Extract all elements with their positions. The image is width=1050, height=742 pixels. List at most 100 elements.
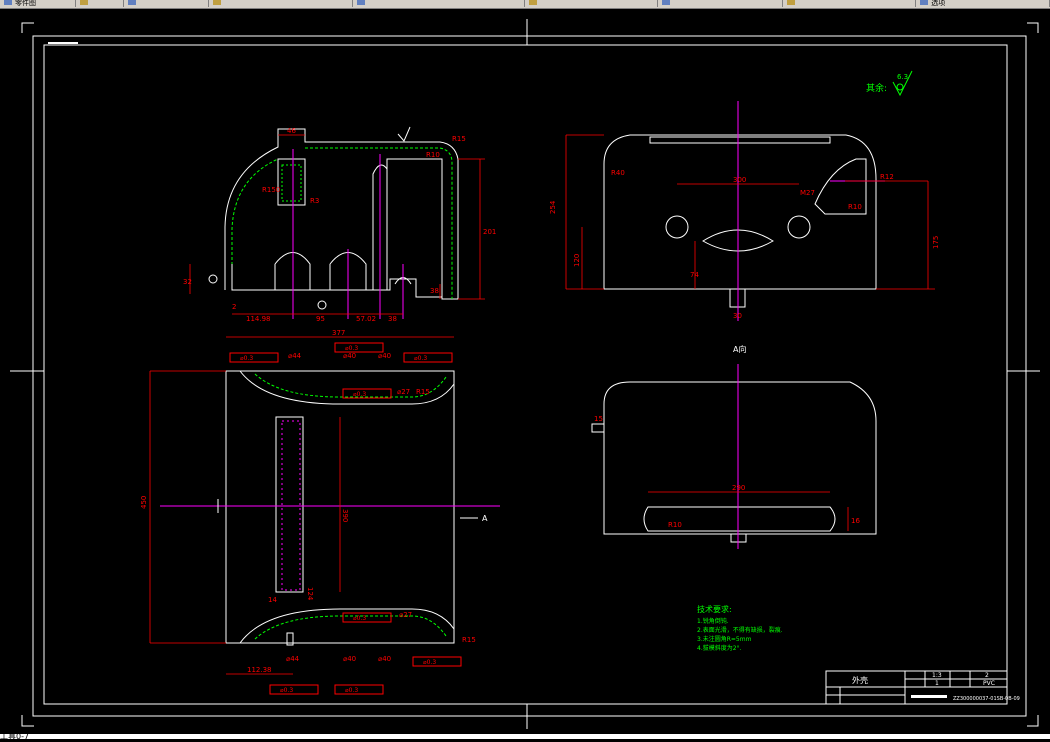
dim-16: 16 [851,517,860,525]
dim-32: 32 [183,278,192,286]
taskbar-tab-8[interactable]: 选项 [916,0,1050,7]
title-block [825,670,1008,705]
dim-r10: R10 [426,151,440,159]
dim-46: 46 [287,127,296,135]
taskbar-tab-4[interactable] [353,0,525,7]
tol-4: ⌀0.3 [353,391,366,398]
tech-item-1: 1.锐角倒钝. [697,617,729,625]
taskbar: 零件图 选项 [0,0,1050,9]
tol-1: ⌀0.3 [240,355,253,362]
dim-390: 390 [341,509,349,522]
dim-r3: R3 [310,197,319,205]
dim-40c: ⌀40 [343,655,356,663]
dim-38: 38 [430,287,439,295]
window-icon [127,0,136,5]
dim-44a: ⌀44 [288,352,302,360]
technical-requirements: 技术要求: 1.锐角倒钝. 2.表面光滑，不得有缺损，裂痕. 3.未注圆角R=5… [697,604,783,652]
dim-40b: ⌀40 [378,352,391,360]
roughness-symbol: 其余: 6.3 [866,70,913,97]
window-icon [356,0,365,5]
tol-6: ⌀0.3 [280,687,293,694]
dim-40d: ⌀40 [378,655,391,663]
dim-r40: R40 [611,169,625,177]
title-block-bar [911,695,947,698]
tol-5: ⌀0.3 [353,615,366,622]
tech-title: 技术要求: [697,604,732,614]
dim-r10c: R10 [668,521,682,529]
taskbar-tab-label: 选项 [931,0,946,7]
window-icon [213,0,222,5]
taskbar-tab-1[interactable] [76,0,124,7]
tol-8: ⌀0.3 [423,659,436,666]
part-name: 外壳 [852,675,868,685]
side-view: 254 120 300 175 R40 74 M27 R12 30 R10 [549,101,940,321]
dim-30: 30 [733,312,742,320]
dim-r12: R12 [880,173,894,181]
section-a-label: A [482,514,488,523]
tol-3: ⌀0.3 [414,355,427,362]
drawing-canvas[interactable]: 其余: 6.3 46 [0,9,1050,734]
dim-124: 124 [306,587,314,601]
dim-120: 120 [573,254,581,267]
dim-112: 112.38 [247,666,272,674]
window-icon [662,0,671,5]
dim-44b: ⌀44 [286,655,300,663]
dim-15: 15 [594,415,603,423]
taskbar-tab-label: 零件图 [15,0,36,7]
corner-mark [48,42,78,44]
dim-450: 450 [140,496,148,509]
front-view: 46 R150 R3 R15 R10 201 38 114.98 95 57.0… [183,126,496,323]
dim-27b: ⌀27 [399,611,412,619]
dim-r15c: R15 [462,636,476,644]
cad-drawing: 其余: 6.3 46 [10,19,1040,729]
tol-7: ⌀0.3 [345,687,358,694]
window-icon [528,0,537,5]
dim-175: 175 [932,236,940,249]
dim-300: 300 [733,176,746,184]
sheet-frame [10,19,1040,729]
dim-38b: 38 [388,315,397,323]
dim-r150: R150 [262,186,280,194]
drawing-number: ZZ300000037-01SB-0B-09 [953,696,1020,702]
dim-40a: ⌀40 [343,352,356,360]
taskbar-tab-3[interactable] [209,0,353,7]
tech-item-2: 2.表面光滑，不得有缺损，裂痕. [697,626,783,634]
status-text: 工具0-7 [0,732,30,741]
tech-item-4: 4.拔模斜度为2°. [697,644,742,652]
taskbar-tab-2[interactable] [124,0,210,7]
window-icon [920,0,929,5]
window-icon [80,0,89,5]
window-icon [786,0,795,5]
taskbar-tab-7[interactable] [783,0,917,7]
taskbar-tab-5[interactable] [525,0,659,7]
roughness-value: 6.3 [897,73,908,81]
taskbar-tab-6[interactable] [658,0,783,7]
dim-r15: R15 [452,135,466,143]
dim-201: 201 [483,228,496,236]
quantity-value: 1 [935,680,939,687]
dim-74: 74 [690,271,699,279]
dim-27a: ⌀27 [397,388,410,396]
dim-57: 57.02 [356,315,376,323]
scale-value: 1:3 [932,672,942,679]
roughness-label: 其余: [866,82,887,94]
dim-2: 2 [232,303,236,311]
taskbar-tab-0[interactable]: 零件图 [0,0,77,7]
tol-2: ⌀0.3 [345,345,358,352]
sheet-value: 2 [985,672,989,679]
dim-290: 290 [732,484,745,492]
material-value: PVC [983,680,995,687]
dim-95: 95 [316,315,325,323]
window-icon [4,0,12,5]
dim-r10b: R10 [848,203,862,211]
status-bar: 工具0-7 [0,732,1050,741]
view-a-title: A向 [733,344,746,354]
top-view: A 377 450 390 112.38 ⌀44 ⌀40 ⌀40 ⌀27 R15… [140,329,500,695]
dim-114: 114.98 [246,315,271,323]
tech-item-3: 3.未注圆角R=5mm [697,635,752,643]
dim-r15b: R15 [416,388,430,396]
dim-m27: M27 [800,189,815,197]
view-a: A向 290 16 15 R10 [591,344,877,549]
dim-254: 254 [549,200,557,214]
dim-377: 377 [332,329,345,337]
